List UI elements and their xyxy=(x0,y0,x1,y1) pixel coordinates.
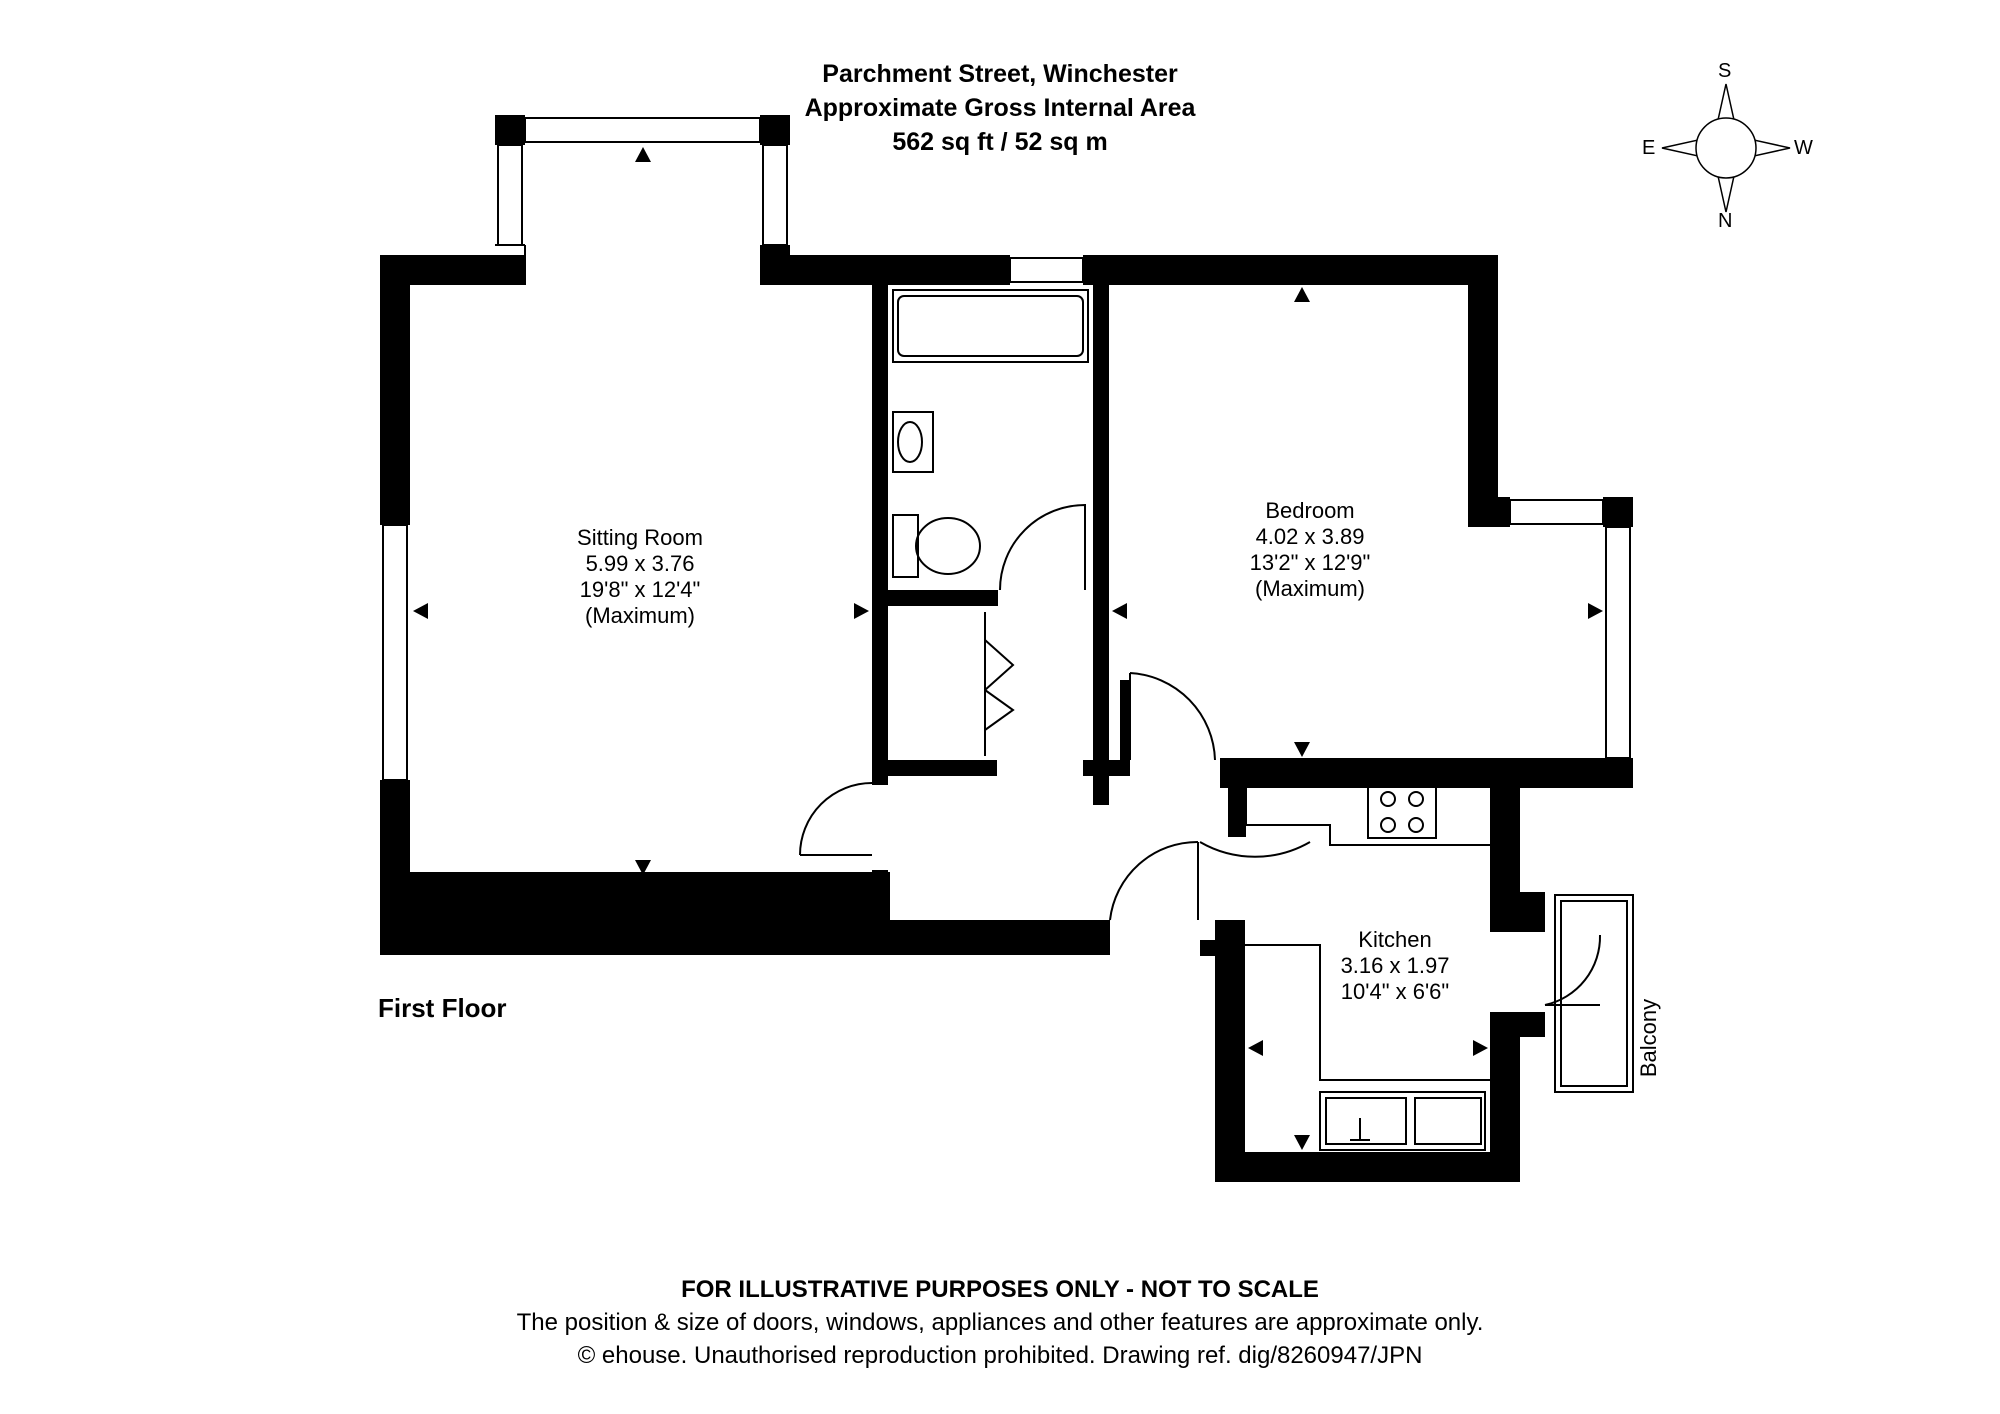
wall-kitchen-bottom xyxy=(1215,1152,1520,1182)
wall-bedroom-right xyxy=(1468,255,1498,527)
kitchen-sink xyxy=(1319,1091,1486,1151)
walls xyxy=(380,115,1633,1182)
window-bay-left xyxy=(497,144,523,246)
room-bedroom: Bedroom 4.02 x 3.89 13'2" x 12'9" (Maxim… xyxy=(1210,498,1410,602)
wall-kitchen-left xyxy=(1215,920,1245,1182)
wash-basin xyxy=(892,411,934,473)
room-sitting-room: Sitting Room 5.99 x 3.76 19'8" x 12'4" (… xyxy=(540,525,740,629)
door-front xyxy=(1109,840,1199,921)
wall-top-middle xyxy=(760,255,1010,285)
window-bay-top xyxy=(524,117,761,143)
fixtures xyxy=(892,289,1634,1151)
wall-bedroom-bottom xyxy=(1220,758,1633,788)
plan-area: 562 sq ft / 52 sq m xyxy=(892,128,1108,156)
room-name: Sitting Room xyxy=(577,525,703,550)
compass-w: W xyxy=(1794,137,1813,159)
wall-kitchen-right-step xyxy=(1490,1012,1545,1037)
disclaimer-title: FOR ILLUSTRATIVE PURPOSES ONLY - NOT TO … xyxy=(681,1276,1319,1303)
compass-icon xyxy=(1661,83,1791,213)
window-bedroom-bay-top xyxy=(1509,499,1604,525)
room-metric: 3.16 x 1.97 xyxy=(1340,953,1450,978)
disclaimer-text: The position & size of doors, windows, a… xyxy=(516,1309,1484,1336)
hob xyxy=(1367,785,1437,839)
door-kitchen xyxy=(1199,841,1311,858)
wall-bath-right xyxy=(1093,285,1109,805)
door-bathroom xyxy=(999,503,1086,591)
balcony-outline xyxy=(1554,894,1634,1093)
wall-bedroom-bay-top xyxy=(1468,497,1510,527)
door-sitting xyxy=(799,782,873,856)
bathtub xyxy=(892,289,1089,363)
wall-bay-right-top xyxy=(760,115,790,145)
copyright-text: © ehouse. Unauthorised reproduction proh… xyxy=(577,1342,1423,1369)
wall-kitchen-left-top xyxy=(1228,772,1246,837)
room-metric: 5.99 x 3.76 xyxy=(585,551,695,576)
door-balcony xyxy=(1544,934,1602,1006)
window-sitting-left xyxy=(382,524,408,781)
wall-bedroom-bay-corner xyxy=(1603,497,1633,527)
plan-title: Parchment Street, Winchester xyxy=(822,60,1178,88)
wall-sitting-bottom-thick xyxy=(380,872,890,920)
wall-bath-pier xyxy=(872,870,888,920)
dimension-arrows xyxy=(413,147,1603,1150)
window-bath-top xyxy=(1009,257,1084,283)
windows xyxy=(382,117,1631,781)
wall-hall-right-post xyxy=(1120,680,1130,776)
wall-sitting-left-upper xyxy=(380,255,410,525)
wall-hall-stub xyxy=(1083,760,1128,776)
room-note: (Maximum) xyxy=(585,603,695,628)
floor-label: First Floor xyxy=(378,993,507,1023)
room-metric: 4.02 x 3.89 xyxy=(1255,524,1365,549)
compass-e: E xyxy=(1642,137,1656,159)
doors xyxy=(799,503,1602,1006)
wall-bay-left-top xyxy=(495,115,525,145)
wall-bath-bottom xyxy=(888,590,998,606)
room-name: Bedroom xyxy=(1265,498,1355,523)
door-bedroom xyxy=(1129,672,1216,761)
wall-top-bedroom xyxy=(1083,255,1498,285)
window-bay-right xyxy=(762,144,788,246)
room-balcony: Balcony xyxy=(1636,998,1662,1078)
plan-subtitle: Approximate Gross Internal Area xyxy=(804,94,1196,122)
compass-s: S xyxy=(1718,60,1732,82)
room-imperial: 13'2" x 12'9" xyxy=(1249,550,1371,575)
wall-kitchen-right-mid xyxy=(1490,892,1545,932)
toilet-cistern xyxy=(892,514,919,578)
wall-kitchen-left-top-bar xyxy=(1200,940,1242,956)
room-note: (Maximum) xyxy=(1255,576,1365,601)
window-bedroom-bay-right xyxy=(1605,526,1631,759)
room-kitchen: Kitchen 3.16 x 1.97 10'4" x 6'6" xyxy=(1305,927,1485,1005)
wall-bath-left xyxy=(872,285,888,785)
compass-n: N xyxy=(1718,210,1733,232)
toilet-bowl xyxy=(915,517,981,575)
wall-sitting-top-left xyxy=(380,255,525,285)
wall-hall-bottom xyxy=(380,920,1110,955)
wall-cupboard-bottom xyxy=(872,760,997,776)
room-name: Kitchen xyxy=(1358,927,1432,952)
room-imperial: 10'4" x 6'6" xyxy=(1340,979,1450,1004)
room-imperial: 19'8" x 12'4" xyxy=(579,577,701,602)
